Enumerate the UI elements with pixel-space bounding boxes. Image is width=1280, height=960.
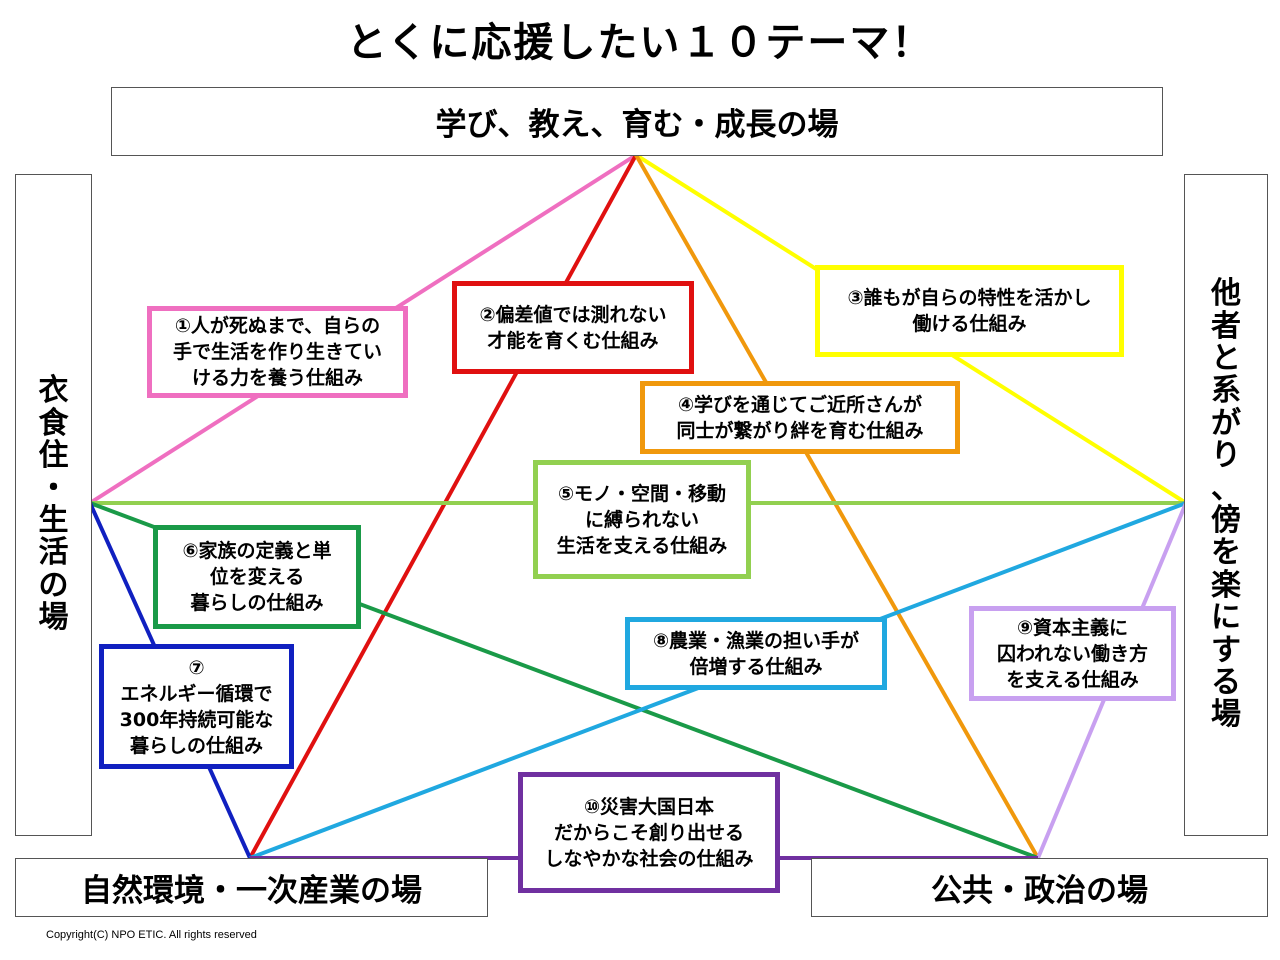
domain-left-label: 衣食住・生活の場 — [38, 373, 69, 636]
line-4 — [634, 154, 1040, 859]
domain-top: 学び、教え、育む・成長の場 — [111, 87, 1163, 156]
theme-7-text: ⑦ エネルギー循環で 300年持続可能な 暮らしの仕組み — [119, 656, 274, 757]
theme-6-text: ⑥家族の定義と単 位を変える 暮らしの仕組み — [182, 540, 332, 614]
domain-bottom-right: 公共・政治の場 — [811, 858, 1268, 917]
theme-10-box: ⑩災害大国日本 だからこそ創り出せる しなやかな社会の仕組み — [518, 772, 780, 893]
line-2 — [248, 154, 638, 859]
domain-left: 衣食住・生活の場 — [15, 174, 92, 836]
theme-1-box: ①人が死ぬまで、自らの 手で生活を作り生きてい ける力を養う仕組み — [147, 306, 408, 398]
page-title: とくに応援したい１０テーマ！ — [346, 20, 934, 66]
theme-2-text: ②偏差値では測れない 才能を育くむ仕組み — [479, 303, 667, 352]
theme-1-text: ①人が死ぬまで、自らの 手で生活を作り生きてい ける力を養う仕組み — [172, 315, 382, 389]
domain-right: 他者と系がり、傍を楽にする場 — [1184, 174, 1268, 836]
theme-3-box: ③誰もが自らの特性を活かし 働ける仕組み — [815, 265, 1124, 357]
theme-6-box: ⑥家族の定義と単 位を変える 暮らしの仕組み — [153, 525, 361, 629]
theme-8-text: ⑧農業・漁業の担い手が 倍増する仕組み — [652, 629, 860, 678]
theme-3-text: ③誰もが自らの特性を活かし 働ける仕組み — [847, 287, 1092, 335]
theme-10-text: ⑩災害大国日本 だからこそ創り出せる しなやかな社会の仕組み — [544, 795, 754, 870]
theme-2-box: ②偏差値では測れない 才能を育くむ仕組み — [452, 281, 694, 374]
theme-4-box: ④学びを通じてご近所さんが 同士が繋がり絆を育む仕組み — [640, 381, 960, 454]
domain-top-label: 学び、教え、育む・成長の場 — [435, 107, 839, 143]
copyright-notice: Copyright(C) NPO ETIC. All rights reserv… — [46, 929, 257, 941]
domain-right-label: 他者と系がり、傍を楽にする場 — [1211, 276, 1241, 733]
theme-9-box: ⑨資本主義に 囚われない働き方 を支える仕組み — [969, 606, 1176, 701]
theme-5-box: ⑤モノ・空間・移動 に縛られない 生活を支える仕組み — [533, 460, 751, 579]
theme-7-box: ⑦ エネルギー循環で 300年持続可能な 暮らしの仕組み — [99, 644, 294, 769]
domain-bottom-right-label: 公共・政治の場 — [931, 873, 1148, 909]
domain-bottom-left: 自然環境・一次産業の場 — [15, 858, 488, 917]
theme-4-text: ④学びを通じてご近所さんが 同士が繋がり絆を育む仕組み — [676, 393, 924, 442]
domain-bottom-left-label: 自然環境・一次産業の場 — [81, 873, 422, 909]
theme-9-text: ⑨資本主義に 囚われない働き方 を支える仕組み — [996, 616, 1149, 691]
theme-8-box: ⑧農業・漁業の担い手が 倍増する仕組み — [625, 617, 887, 690]
theme-5-text: ⑤モノ・空間・移動 に縛られない 生活を支える仕組み — [556, 482, 728, 557]
